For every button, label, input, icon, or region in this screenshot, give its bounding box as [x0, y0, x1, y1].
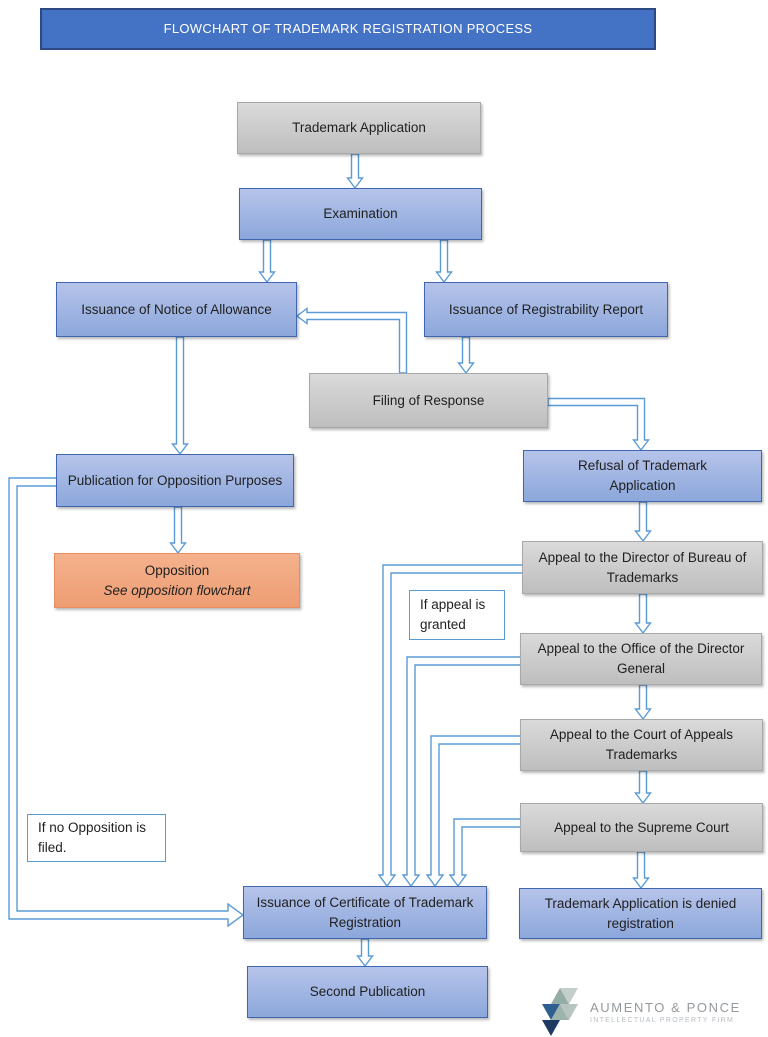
node-appeal-supreme-court: Appeal to the Supreme Court	[520, 803, 763, 852]
node-appeal-court-of-appeals: Appeal to the Court of Appeals Trademark…	[520, 719, 763, 771]
node-appeal-office-director-general: Appeal to the Office of the Director Gen…	[520, 633, 762, 685]
logo-triangle	[560, 988, 578, 1004]
node-label: Issuance of Notice of Allowance	[81, 301, 272, 317]
node-notice-of-allowance: Issuance of Notice of Allowance	[56, 282, 297, 337]
node-refusal-of-application: Refusal of Trademark Application	[523, 450, 762, 502]
node-label: Refusal of Trademark Application	[577, 458, 708, 493]
flow-arrow-examination-to-notice	[258, 239, 276, 284]
node-second-publication: Second Publication	[247, 966, 488, 1018]
logo-triangle	[551, 1004, 569, 1020]
node-label: Appeal to the Office of the Director Gen…	[537, 641, 745, 676]
opposition-title: Opposition	[144, 562, 210, 578]
logo-triangle	[542, 1004, 560, 1020]
flow-arrow-director-to-certificate	[377, 564, 525, 888]
logo-triangle	[542, 1020, 560, 1036]
logo-mark	[542, 988, 578, 1036]
flow-arrow-supreme-to-denied	[632, 851, 650, 890]
node-label: Appeal to the Director of Bureau of Trad…	[538, 549, 747, 585]
node-filing-of-response: Filing of Response	[309, 373, 548, 428]
flow-arrow-court-to-supreme	[634, 770, 652, 805]
node-appeal-director-bureau: Appeal to the Director of Bureau of Trad…	[522, 541, 763, 594]
flow-arrow-filing-to-refusal	[547, 397, 650, 452]
flow-arrow-supreme-to-certificate	[448, 818, 525, 888]
logo-triangle	[551, 988, 569, 1004]
title-banner: FLOWCHART OF TRADEMARK REGISTRATION PROC…	[40, 8, 656, 50]
flow-arrow-examination-to-report	[435, 239, 453, 284]
node-examination: Examination	[239, 188, 482, 240]
note-if-no-opposition: If no Opposition is filed.	[27, 814, 166, 862]
flow-arrow-refusal-to-director	[634, 501, 652, 543]
flow-arrow-publication-to-certificate	[8, 477, 245, 928]
flow-arrow-filing-to-notice	[295, 307, 408, 374]
logo-name: AUMENTO & PONCE	[590, 1000, 741, 1015]
flow-arrow-office-to-court	[634, 684, 652, 721]
logo: AUMENTO & PONCE INTELLECTUAL PROPERTY FI…	[538, 984, 741, 1037]
flow-arrow-office-to-certificate	[401, 656, 525, 888]
logo-tagline: INTELLECTUAL PROPERTY FIRM	[590, 1017, 735, 1024]
flow-arrow-publication-to-opposition	[169, 506, 187, 555]
flow-arrow-court-to-certificate	[425, 735, 525, 888]
node-label: Issuance of Registrability Report	[448, 301, 644, 317]
logo-text: AUMENTO & PONCE INTELLECTUAL PROPERTY FI…	[590, 1000, 741, 1024]
node-label: Filing of Response	[372, 392, 485, 408]
node-label: Trademark Application	[292, 120, 426, 136]
node-certificate-of-registration: Issuance of Certificate of Trademark Reg…	[243, 886, 487, 939]
node-publication-for-opposition: Publication for Opposition Purposes	[56, 454, 294, 507]
node-label: Trademark Application is denied registra…	[544, 895, 737, 931]
node-label: Examination	[323, 206, 398, 222]
flow-arrow-certificate-to-second-publication	[356, 938, 374, 968]
node-opposition: Opposition See opposition flowchart	[54, 553, 300, 608]
flow-arrow-application-to-examination	[346, 153, 364, 190]
flow-arrow-report-to-filing	[457, 336, 475, 375]
node-label: Issuance of Certificate of Trademark Reg…	[256, 894, 474, 930]
flow-arrow-notice-to-publication	[171, 336, 189, 456]
node-application-denied: Trademark Application is denied registra…	[519, 888, 762, 939]
note-label: If appeal is granted	[420, 597, 486, 632]
node-registrability-report: Issuance of Registrability Report	[424, 282, 668, 337]
note-if-appeal-granted: If appeal is granted	[409, 590, 505, 640]
node-label: Publication for Opposition Purposes	[67, 472, 283, 488]
node-label: Opposition See opposition flowchart	[95, 561, 258, 600]
note-label: If no Opposition is filed.	[38, 820, 147, 855]
logo-triangle	[560, 1004, 578, 1020]
node-label: Second Publication	[309, 984, 426, 1000]
node-label: Appeal to the Court of Appeals Trademark…	[549, 727, 734, 762]
opposition-subtitle: See opposition flowchart	[103, 582, 251, 598]
title-text: FLOWCHART OF TRADEMARK REGISTRATION PROC…	[163, 20, 533, 36]
node-trademark-application: Trademark Application	[237, 102, 481, 154]
flow-arrow-director-to-office	[634, 593, 652, 635]
node-label: Appeal to the Supreme Court	[554, 819, 729, 835]
